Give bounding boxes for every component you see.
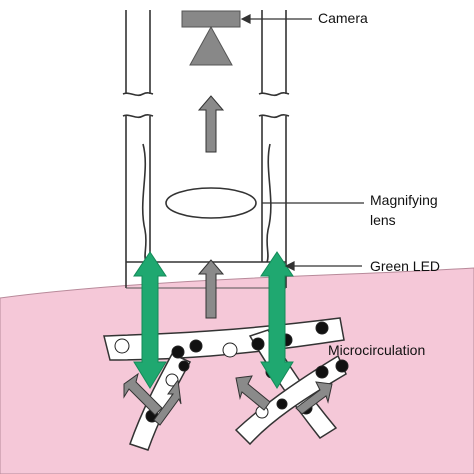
probe-upper [122,10,290,119]
led-arrow-icon [133,251,294,389]
magnifying-lens-icon [165,187,257,219]
gray-arrow-icon [197,95,225,319]
gray-arrow-icon [123,372,333,426]
led-label: Green LED [370,258,441,274]
leader-lines [240,14,364,271]
camera-label: Camera [318,10,368,26]
lens-label-line1: Magnifying [370,192,438,208]
lens-label-line2: lens [370,212,396,228]
tissue-surface [0,267,474,474]
microcirculation-label: Microcirculation [328,342,426,358]
camera-icon [181,10,241,66]
